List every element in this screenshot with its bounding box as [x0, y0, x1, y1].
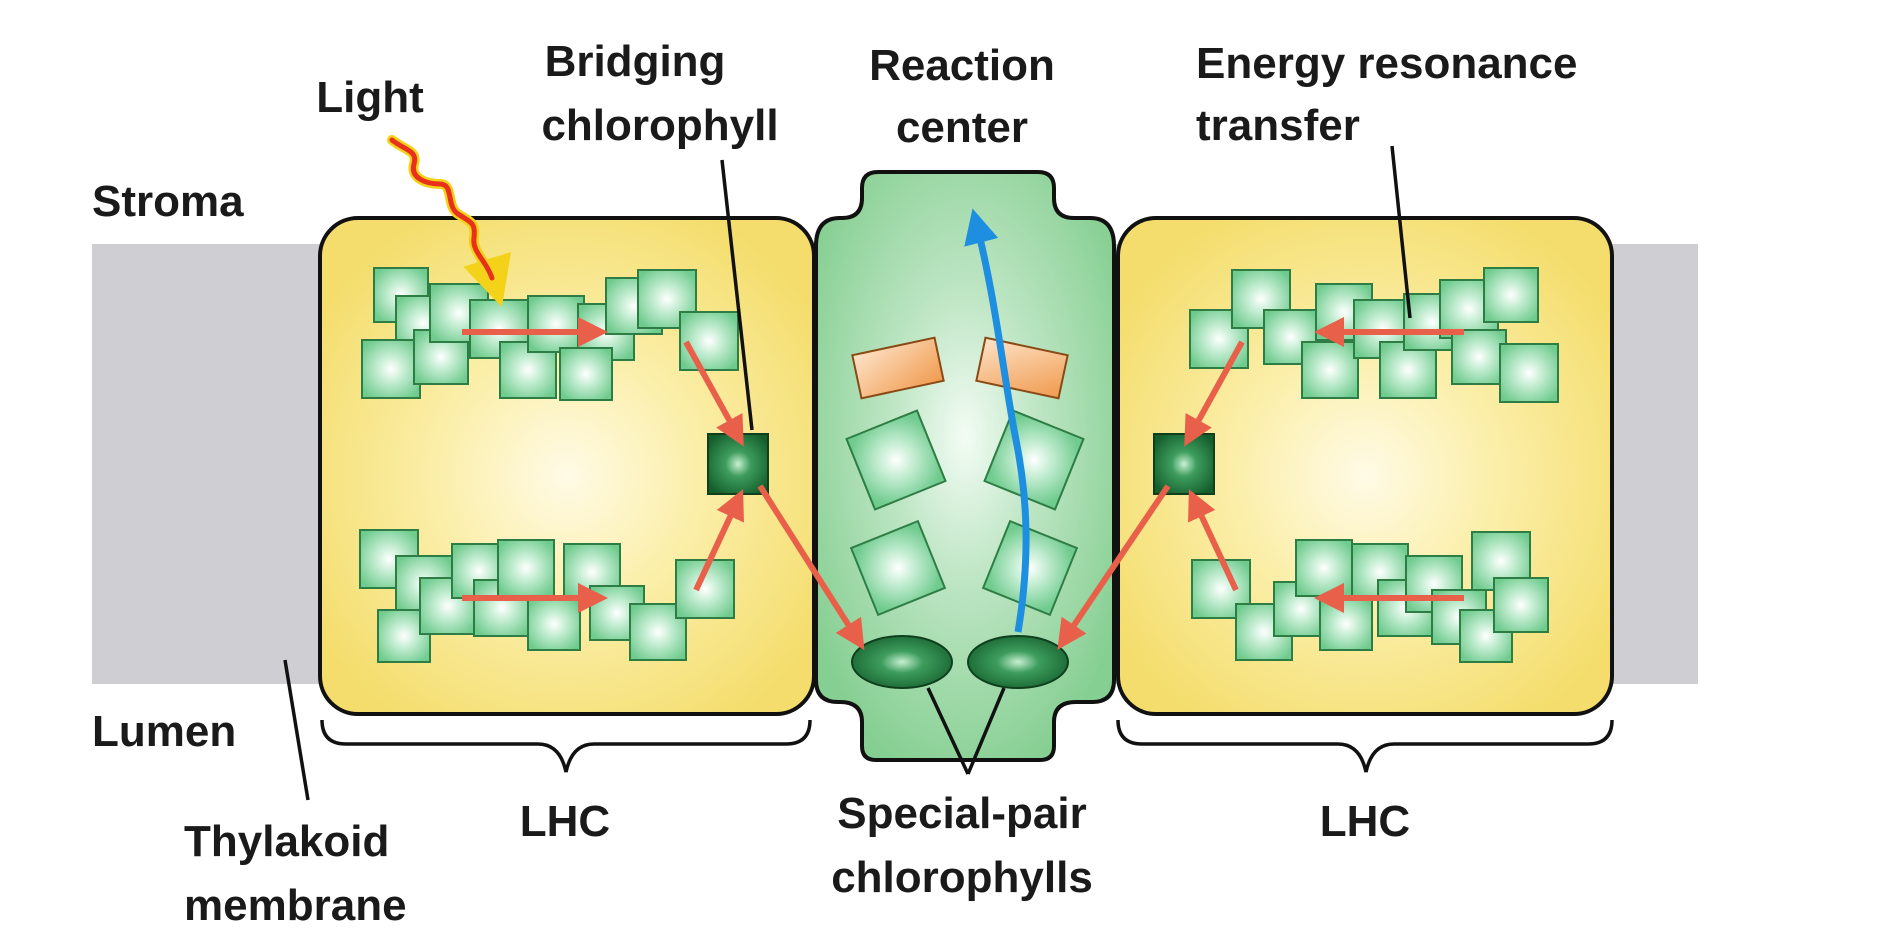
special-pair-ellipse-right-icon: [967, 635, 1069, 689]
thylakoid-label-line1: Thylakoid: [184, 817, 390, 866]
light-wave-core: [389, 137, 495, 281]
reaction-center-body: [814, 170, 1116, 762]
lhc-right-brace: [1116, 719, 1614, 773]
special-pair-label-line1: Special-pair: [837, 789, 1087, 838]
bridging-label-line2: chlorophyll: [541, 101, 779, 150]
thylakoid-label-line2: membrane: [184, 881, 407, 930]
leader-lines: [283, 145, 1412, 801]
reaction-center-label-line1: Reaction: [869, 41, 1055, 90]
special-pair-ellipse-icon: [851, 635, 953, 689]
reaction-center-chlorophylls: [845, 409, 1085, 617]
lhc-left-label: LHC: [519, 797, 611, 846]
energy-resonance-label-line1: Energy resonance: [1196, 39, 1578, 88]
electron-path-arrow: [964, 208, 1030, 633]
lumen-label: Lumen: [92, 707, 237, 756]
lhc-right-chlorophyll-bottom: [1191, 531, 1549, 663]
energy-transfer-arrows: [462, 317, 1464, 651]
special-pair-label-line2: chlorophylls: [831, 853, 1093, 902]
bridging-chlorophyll-right-icon: [1153, 433, 1215, 495]
bridging-label-line1: Bridging: [544, 37, 726, 86]
lhc-left-brace: [320, 719, 812, 773]
lhc-right-label: LHC: [1319, 797, 1411, 846]
bridging-chlorophyll-icon: [707, 433, 769, 495]
lhc-left-chlorophyll-bottom: [359, 529, 735, 663]
reaction-center-label-line2: center: [895, 103, 1029, 152]
stroma-label: Stroma: [92, 177, 244, 226]
energy-resonance-label-line2: transfer: [1196, 101, 1360, 150]
light-label: Light: [316, 73, 424, 122]
